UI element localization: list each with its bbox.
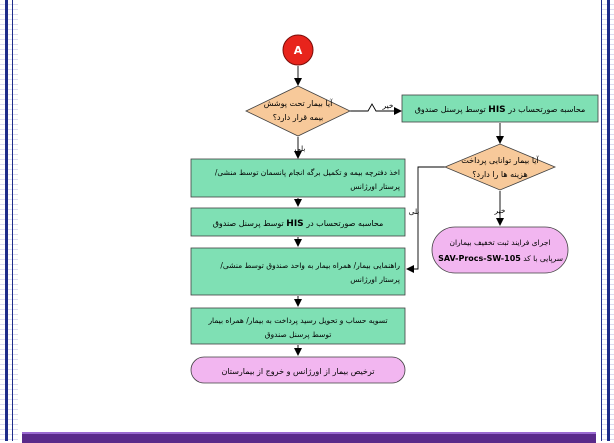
decision-payment-line2: هزینه ها را دارد؟ xyxy=(472,170,527,179)
edge-label-yes-insurance: بلی xyxy=(295,144,306,153)
start-node: A xyxy=(282,34,314,66)
process-insurance-book-line2: پرستار اورژانس xyxy=(350,182,400,191)
edge-label-no-payment: خیر xyxy=(493,206,505,215)
process-insurance-book-line1: اخذ دفترچه بیمه و تکمیل برگه انجام پانسم… xyxy=(215,168,400,177)
process-his-calc: محاسبه صورتحساب در HIS توسط پرسنل صندوق xyxy=(190,207,406,237)
edge-label-yes-payment: بلی xyxy=(409,207,420,216)
page-border-line-right-inner xyxy=(601,0,602,441)
terminal-discount: اجرای فرایند ثبت تخفیف بیماران سرپایی با… xyxy=(431,226,569,274)
terminal-discount-line2: سرپایی با کد SAV-Procs-SW-105 xyxy=(438,254,563,263)
edge-decision-payment-yes xyxy=(406,166,445,273)
process-settle-line2: توسط پرسنل صندوق xyxy=(265,330,332,339)
edge-decision-insurance-no xyxy=(350,103,402,115)
decision-payment-line1: آیا بیمار توانایی پرداخت xyxy=(461,155,539,165)
process-guide-line1: راهنمایی بیمار/ همراه بیمار به واحد صندو… xyxy=(220,261,400,270)
connectors xyxy=(294,66,504,356)
edge-label-no-insurance: خیر xyxy=(381,101,393,110)
bottom-footer-bar xyxy=(22,432,596,443)
decision-insurance: آیا بیمار تحت پوشش بیمه قرار دارد؟ xyxy=(245,85,351,137)
page-border-line-right-outer xyxy=(607,0,610,441)
process-his-calc-text: محاسبه صورتحساب در HIS توسط پرسنل صندوق xyxy=(213,219,384,229)
process-his-cashier-text: محاسبه صورتحساب در HIS توسط پرسنل صندوق xyxy=(415,105,586,115)
page-border-line-left-outer xyxy=(5,0,8,441)
process-his-cashier: محاسبه صورتحساب در HIS توسط پرسنل صندوق xyxy=(401,94,599,123)
decision-insurance-line2: بیمه قرار دارد؟ xyxy=(273,113,323,122)
terminal-discount-line1: اجرای فرایند ثبت تخفیف بیماران xyxy=(449,238,550,247)
process-guide: راهنمایی بیمار/ همراه بیمار به واحد صندو… xyxy=(190,247,406,296)
decision-payment: آیا بیمار توانایی پرداخت هزینه ها را دار… xyxy=(443,143,557,191)
terminal-discharge: ترخیص بیمار از اورژانس و خروج از بیمارست… xyxy=(190,356,406,384)
process-settle: تسویه حساب و تحویل رسید پرداخت به بیمار/… xyxy=(190,307,406,345)
page-border-left xyxy=(0,0,18,441)
start-node-label: A xyxy=(294,44,303,57)
process-settle-line1: تسویه حساب و تحویل رسید پرداخت به بیمار/… xyxy=(207,316,387,325)
process-guide-line2: پرستار اورژانس xyxy=(350,275,400,284)
page-border-line-left-inner xyxy=(12,0,13,441)
terminal-discharge-text: ترخیص بیمار از اورژانس و خروج از بیمارست… xyxy=(221,367,374,376)
decision-insurance-line1: آیا بیمار تحت پوشش xyxy=(264,98,333,108)
process-insurance-book: اخذ دفترچه بیمه و تکمیل برگه انجام پانسم… xyxy=(190,158,406,198)
